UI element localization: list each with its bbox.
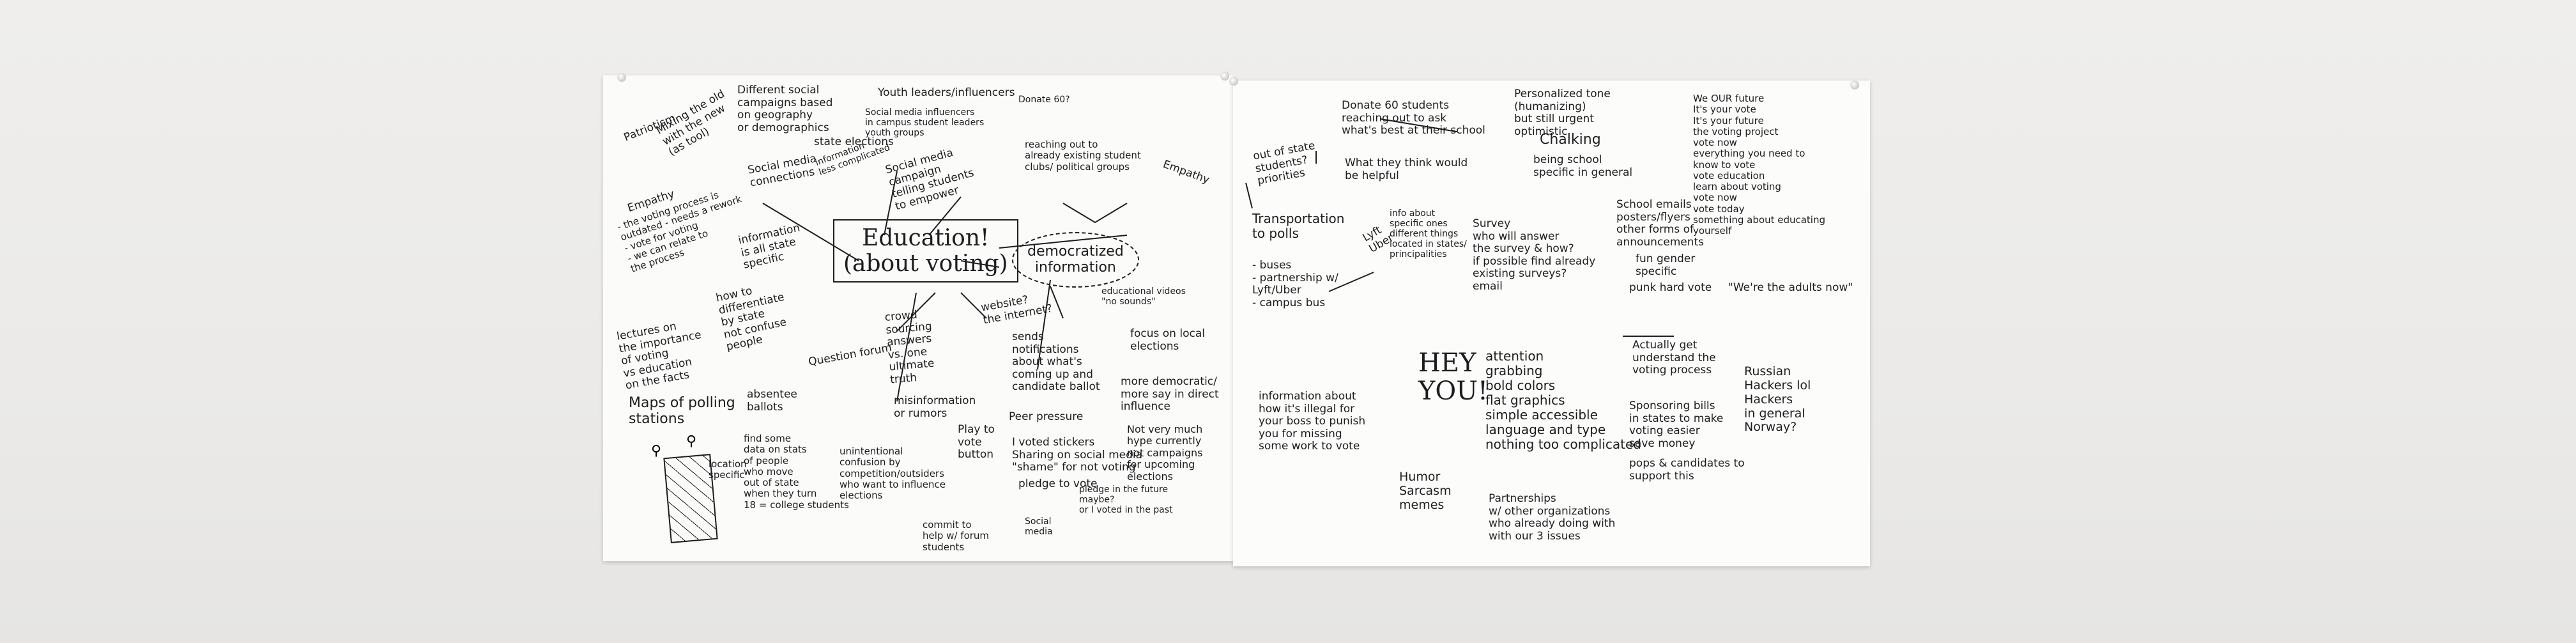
sticky-note: state elections (814, 136, 894, 148)
sticky-note: info about specific ones different thing… (1390, 208, 1467, 260)
sticky-note: We OUR future It's your vote It's your f… (1693, 93, 1826, 236)
hey-you-headline: HEY YOU! (1418, 348, 1488, 406)
sticky-note: pops & candidates to support this (1629, 457, 1745, 483)
sticky-note: punk hard vote (1629, 281, 1712, 294)
sticky-note: misinformation or rumors (894, 394, 976, 420)
pushpin-icon (617, 73, 626, 82)
sticky-note: Transportation to polls (1252, 211, 1345, 241)
sticky-note: crowd sourcing answers vs. one ultimate … (884, 308, 935, 387)
sticky-note: Donate 60? (1018, 95, 1070, 105)
sticky-note: Peer pressure (1009, 410, 1084, 423)
sticky-note: how to differentiate by state not confus… (714, 284, 788, 354)
sticky-note: Social media campaign telling students t… (884, 146, 976, 213)
pushpin-icon (1220, 72, 1229, 81)
sticky-note: lectures on the importance of voting vs … (615, 320, 703, 392)
sticky-note: fun gender specific (1636, 252, 1696, 278)
central-topic: Education! (about voting) (833, 219, 1018, 283)
sticky-note: educational videos "no sounds" (1101, 286, 1186, 307)
sticky-note: Humor Sarcasm memes (1399, 470, 1452, 512)
map-pin-icon: ⚲ (686, 433, 697, 449)
pushpin-icon (1229, 77, 1238, 86)
democratized-information-bubble: democratized information (1012, 232, 1139, 288)
sticky-note: I voted stickers Sharing on social media… (1012, 436, 1143, 474)
sticky-note: location specific (709, 458, 747, 481)
sticky-note: Play to vote button (958, 423, 995, 461)
sticky-note: Question forum (807, 341, 893, 369)
sticky-note: being school specific in general (1533, 153, 1633, 179)
sticky-note: focus on local elections (1130, 327, 1205, 353)
sticky-note: Different social campaigns based on geog… (737, 84, 833, 134)
sticky-note: Survey who will answer the survey & how?… (1473, 217, 1596, 293)
sticky-note: pledge to vote (1018, 477, 1098, 490)
sticky-note: pledge in the future maybe? or I voted i… (1079, 484, 1173, 516)
right-paper-sheet: Donate 60 students reaching out to ask w… (1229, 77, 1870, 566)
sticky-note: Social media influencers in campus stude… (865, 107, 985, 139)
sticky-note: website? the internet? (979, 293, 1054, 327)
sticky-note: Social media connections (746, 152, 818, 189)
sticky-note: Mixing the old with the new (as tool) (654, 87, 728, 159)
sticky-note: Russian Hackers lol Hackers in general N… (1744, 364, 1811, 435)
sticky-note: Actually get understand the voting proce… (1632, 339, 1716, 377)
pushpin-icon (1850, 81, 1859, 89)
sticky-note: more democratic/ more say in direct infl… (1121, 375, 1219, 414)
sticky-note: Not very much hype currently not campaig… (1127, 423, 1203, 483)
sticky-note: out of state students? priorities (1252, 139, 1316, 188)
sticky-note: commit to help w/ forum students (923, 519, 990, 553)
sticky-note: School emails posters/flyers other forms… (1616, 198, 1705, 249)
sticky-note: What they think would be helpful (1345, 157, 1468, 182)
sticky-note: Youth leaders/influencers (878, 86, 1015, 99)
left-paper-sheet: Patriotism Mixing the old with the new (… (603, 72, 1233, 561)
sticky-note: - buses - partnership w/ Lyft/Uber - cam… (1252, 259, 1338, 309)
sticky-note: reaching out to already existing student… (1025, 139, 1141, 173)
sticky-note: Personalized tone (humanizing) but still… (1514, 88, 1611, 138)
sticky-note: information about how it's illegal for y… (1259, 390, 1366, 453)
sticky-note: unintentional confusion by competition/o… (839, 445, 946, 501)
sticky-note: Donate 60 students reaching out to ask w… (1342, 99, 1485, 137)
sticky-note: - the voting process is outdated - needs… (615, 189, 744, 275)
sticky-note: Partnerships w/ other organizations who … (1489, 492, 1616, 543)
sticky-note: attention grabbing bold colors flat grap… (1485, 348, 1642, 452)
sticky-note: Empathy (1161, 158, 1211, 187)
sticky-note: Maps of polling stations (629, 395, 735, 428)
map-pin-icon: ⚲ (651, 443, 662, 459)
sticky-note: sends notifications about what's coming … (1012, 330, 1100, 394)
sticky-note: find some data on stats of people who mo… (744, 433, 849, 511)
sticky-note: Chalking (1540, 132, 1601, 148)
polling-map-sketch (663, 454, 718, 543)
sticky-note: absentee ballots (747, 388, 797, 414)
sticky-note: Sponsoring bills in states to make votin… (1629, 399, 1724, 450)
sticky-note: Social media (1025, 516, 1053, 538)
sticky-note: "We're the adults now" (1728, 281, 1853, 294)
